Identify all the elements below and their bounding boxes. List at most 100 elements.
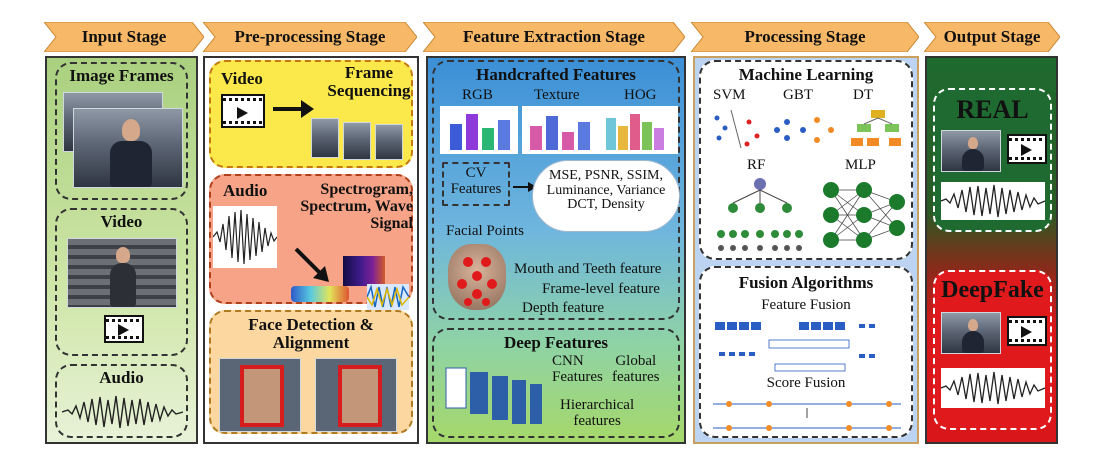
audio-spectrogram-box: Audio Spectrogram, Spectrum, Wave Signal xyxy=(209,174,413,310)
score-fusion-label: Score Fusion xyxy=(766,375,846,391)
global-features-label: Global features xyxy=(612,353,660,385)
banner-arrow-shape xyxy=(203,22,417,52)
processing-stage-panel: Machine Learning SVM GBT DT RF MLP Fusio… xyxy=(693,56,919,444)
image-frames-label: Image Frames xyxy=(69,66,174,85)
feature-fusion-label: Feature Fusion xyxy=(761,297,851,313)
frame-sequencing-label: Frame Sequencing xyxy=(327,63,411,100)
deepfake-video-thumbnail xyxy=(941,312,1001,354)
real-video-icon xyxy=(1007,134,1047,164)
real-audio-panel xyxy=(940,182,1046,220)
facial-points-label: Facial Points xyxy=(446,223,524,239)
svm-label: SVM xyxy=(713,87,746,103)
speaker-head xyxy=(116,247,130,263)
dt-diagram-image xyxy=(851,110,901,146)
handcrafted-features-title: Handcrafted Features xyxy=(476,65,636,84)
audio-waveform-icon xyxy=(62,395,183,429)
fusion-algorithms-title: Fusion Algorithms xyxy=(738,273,874,292)
machine-learning-box: Machine Learning SVM GBT DT RF MLP xyxy=(699,60,913,260)
preproc-audio-label: Audio xyxy=(223,181,268,200)
gbt-diagram-image xyxy=(774,117,834,143)
output-stage-panel: REAL DeepFake xyxy=(925,56,1058,444)
stage-label-preprocessing: Pre-processing Stage xyxy=(234,27,386,46)
stage-label-processing: Processing Stage xyxy=(744,27,866,46)
presenter-head xyxy=(122,119,140,141)
real-video-thumbnail xyxy=(941,130,1001,172)
facial-points-image xyxy=(448,244,506,310)
video-play-icon xyxy=(104,315,144,343)
deep-features-box: Deep Features CNN Features Global featur… xyxy=(432,328,680,438)
rf-diagram-image xyxy=(717,178,803,251)
mlp-label: MLP xyxy=(845,157,876,173)
preproc-waveform-icon xyxy=(212,209,278,265)
banner-arrow-shape xyxy=(691,22,919,52)
presenter-body xyxy=(110,141,152,187)
cv-metrics-cloud: MSE, PSNR, SSIM, Luminance, Variance DCT… xyxy=(532,160,680,232)
deepfake-audio-panel xyxy=(940,368,1046,408)
sequence-frame-1 xyxy=(311,118,339,158)
handcrafted-features-box: Handcrafted Features RGB Texture HOG CV … xyxy=(432,60,680,320)
rf-label: RF xyxy=(747,157,766,173)
spectrum-3d-image xyxy=(291,286,349,302)
spectrogram-label: Spectrogram, Spectrum, Wave Signal xyxy=(300,181,413,232)
sequence-frame-2 xyxy=(343,122,371,160)
spectrogram-image xyxy=(343,256,385,286)
preproc-video-icon xyxy=(221,94,265,128)
banner-arrow-shape xyxy=(423,22,685,52)
svm-diagram-image xyxy=(714,109,760,149)
stage-banner-output: Output Stage xyxy=(924,22,1060,52)
texture-chart-image xyxy=(522,106,600,154)
rgb-label: RGB xyxy=(462,87,493,103)
cv-metrics-text: MSE, PSNR, SSIM, Luminance, Variance DCT… xyxy=(546,168,666,213)
hierarchical-features-label: Hierarchical features xyxy=(560,397,635,429)
audio-waveform-panel xyxy=(212,206,278,268)
banner-arrow-shape xyxy=(44,22,204,52)
deepfake-waveform-icon xyxy=(940,371,1046,405)
hog-label: HOG xyxy=(624,87,657,103)
fusion-algorithms-box: Fusion Algorithms Feature Fusion Score F… xyxy=(699,266,913,438)
real-waveform-icon xyxy=(940,184,1046,218)
machine-learning-title: Machine Learning xyxy=(738,65,874,84)
frame-level-label: Frame-level feature xyxy=(542,281,660,297)
video-input-box: Video xyxy=(55,208,188,356)
face-bounding-box-2 xyxy=(338,365,382,427)
real-label: REAL xyxy=(956,95,1029,124)
stage-banner-processing: Processing Stage xyxy=(691,22,919,52)
facial-landmark-dots xyxy=(457,257,497,306)
depth-feature-label: Depth feature xyxy=(522,300,605,316)
face-detection-label: Face Detection & Alignment xyxy=(248,315,374,352)
feature-extraction-stage-panel: Handcrafted Features RGB Texture HOG CV … xyxy=(426,56,686,444)
deepfake-presenter-head xyxy=(968,319,978,331)
dt-label: DT xyxy=(853,87,873,103)
stage-label-output: Output Stage xyxy=(943,27,1041,46)
speaker-body xyxy=(110,263,136,307)
banner-arrow-shape xyxy=(924,22,1060,52)
deepfake-presenter-body xyxy=(962,331,984,353)
cnn-features-label: CNN Features xyxy=(552,353,603,385)
deepfake-output-box: DeepFake xyxy=(933,270,1052,430)
face-detection-box: Face Detection & Alignment xyxy=(209,310,413,434)
face-bounding-box-1 xyxy=(240,365,284,427)
cnn-architecture-image xyxy=(445,367,542,424)
real-output-box: REAL xyxy=(933,88,1052,232)
preproc-video-label: Video xyxy=(221,69,263,88)
frame-sequencing-box: Video Frame Sequencing xyxy=(209,60,413,168)
audio-input-box: Audio xyxy=(55,364,188,438)
image-frames-box: Image Frames xyxy=(55,62,188,200)
face-crop-1 xyxy=(219,358,301,432)
preprocessing-stage-panel: Video Frame Sequencing Audio Spectrogram… xyxy=(203,56,419,444)
audio-label: Audio xyxy=(99,368,144,387)
sequence-frame-3 xyxy=(375,124,403,160)
cv-features-box: CV Features xyxy=(442,162,510,206)
deepfake-label: DeepFake xyxy=(941,277,1044,303)
real-presenter-head xyxy=(968,137,978,149)
mouth-teeth-label: Mouth and Teeth feature xyxy=(514,261,662,277)
deepfake-video-icon xyxy=(1007,316,1047,346)
stage-banner-input: Input Stage xyxy=(44,22,204,52)
stage-label-feature-extraction: Feature Extraction Stage xyxy=(463,27,645,46)
score-fusion-diagram xyxy=(713,401,901,431)
stage-banner-feature-extraction: Feature Extraction Stage xyxy=(423,22,685,52)
real-presenter-body xyxy=(962,149,984,171)
feature-fusion-diagram xyxy=(715,322,875,372)
input-stage-panel: Image Frames Video Audio xyxy=(45,56,198,444)
gbt-label: GBT xyxy=(783,87,813,103)
